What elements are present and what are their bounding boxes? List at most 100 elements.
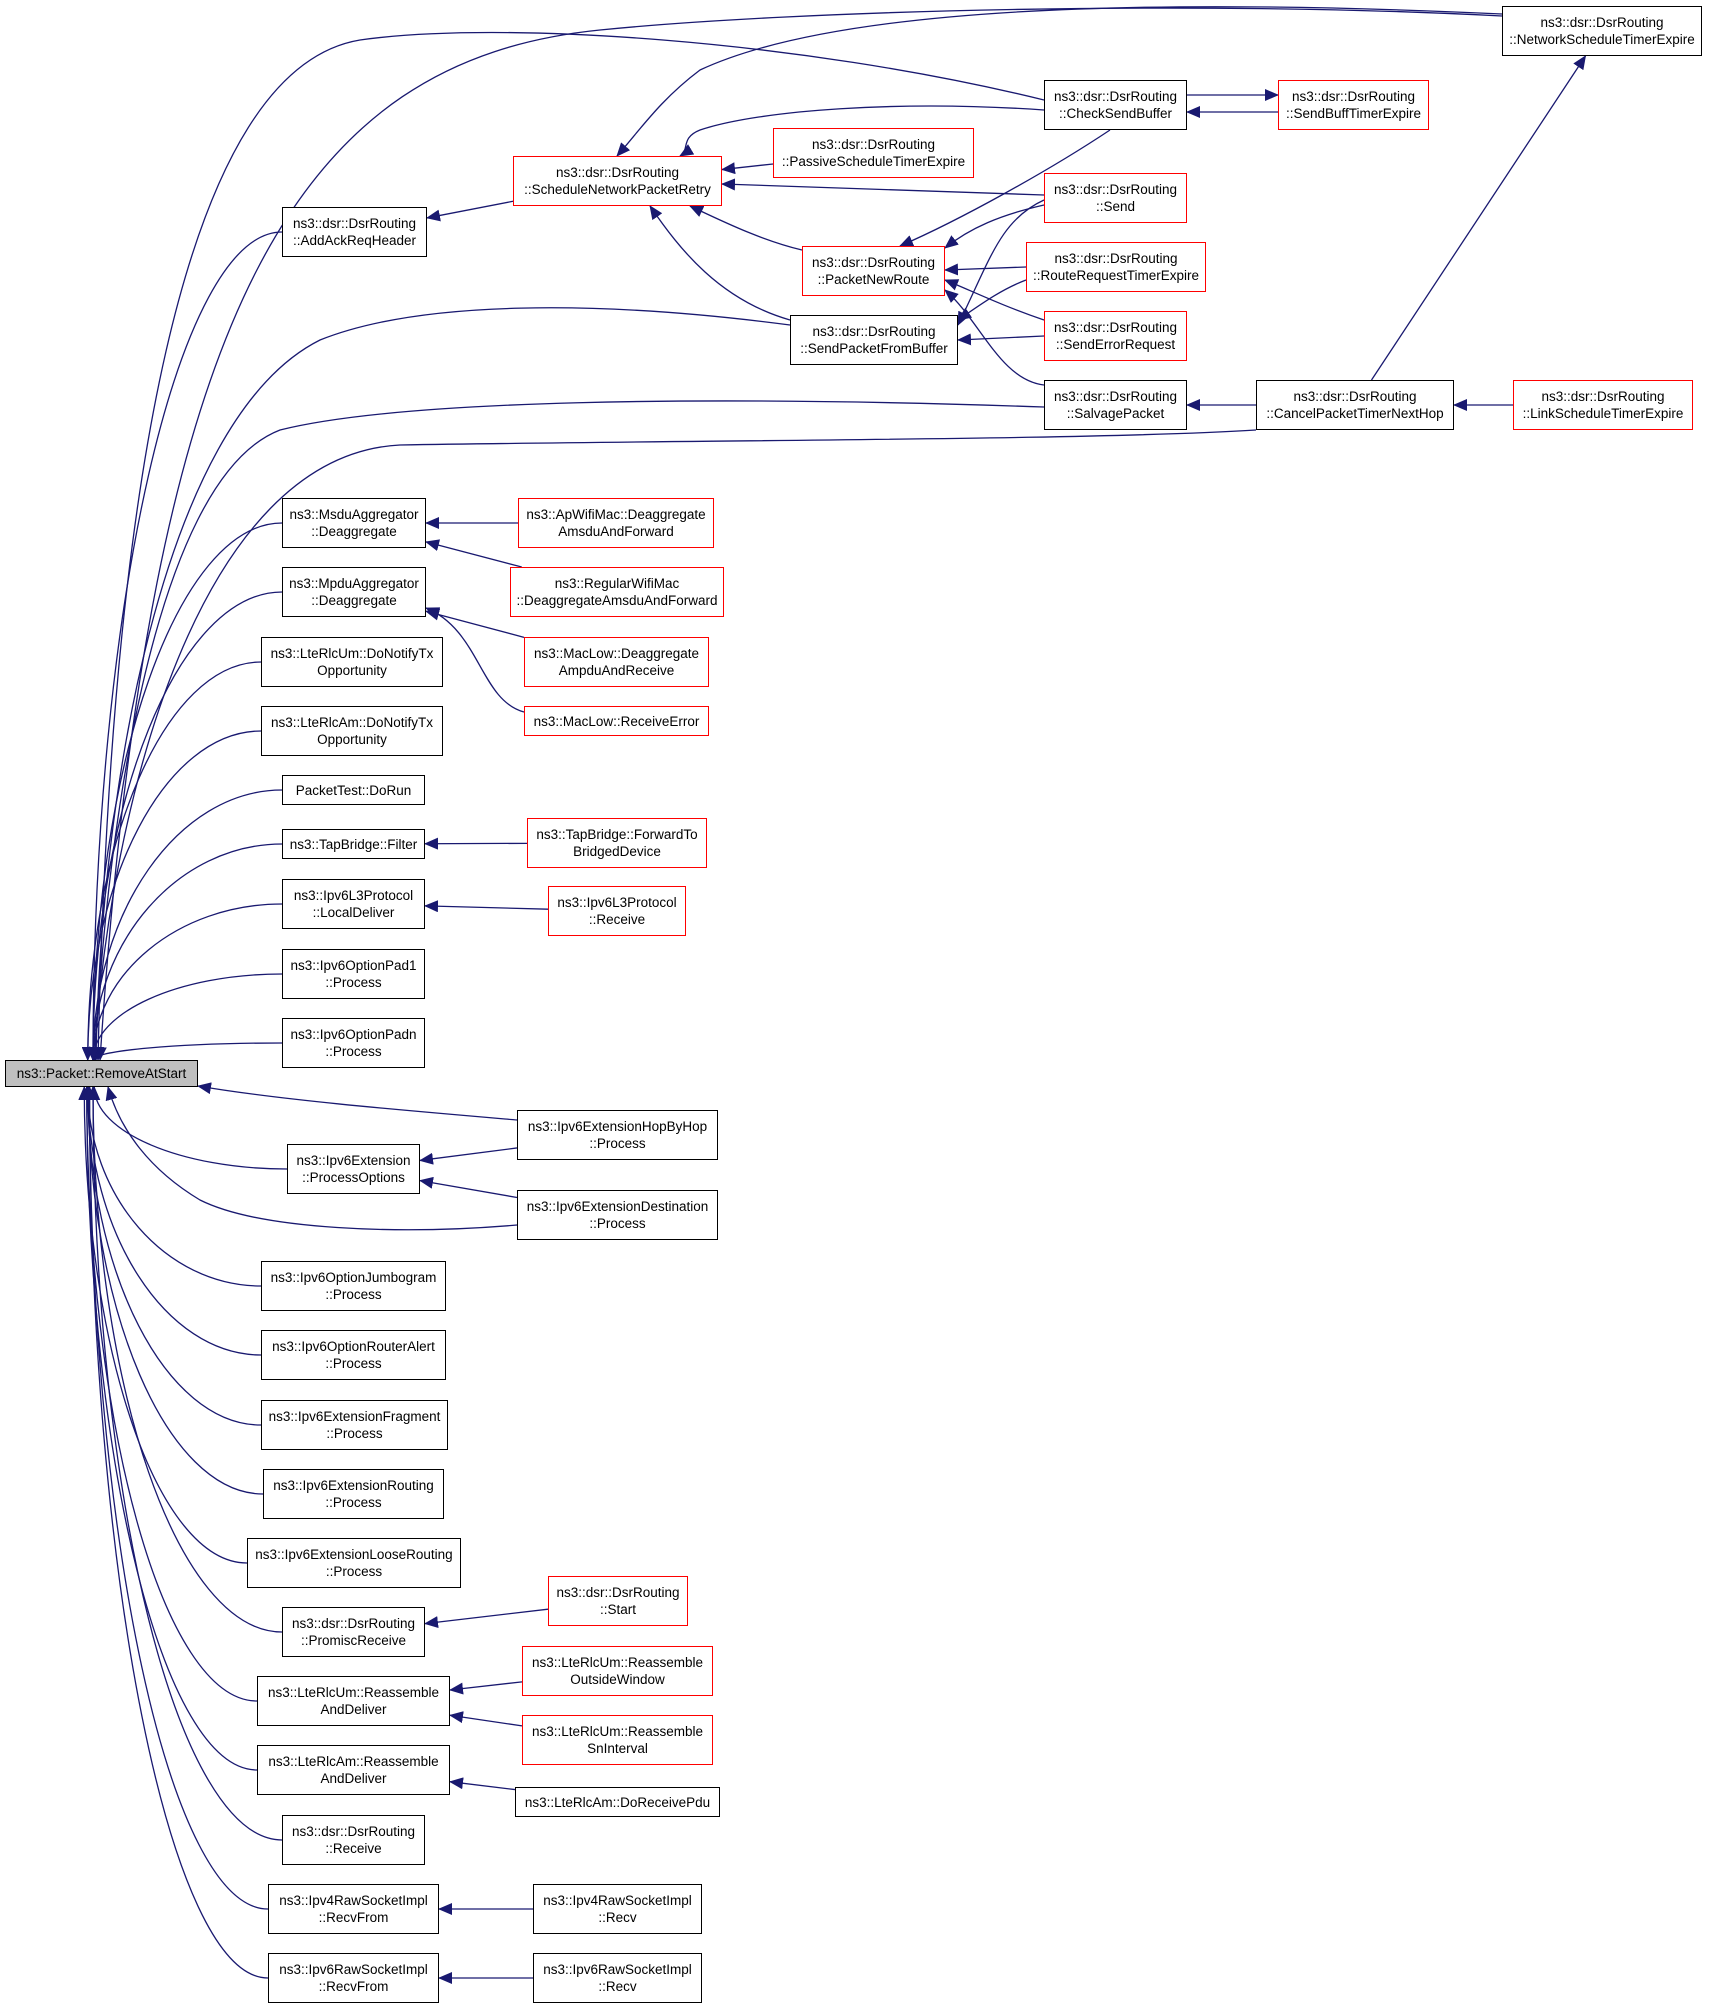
edge-padn-to-root: [87, 1042, 283, 1061]
edge-netschedtimer-to-schedretry: [616, 6, 1503, 157]
edge-hopbyhop-to-root: [197, 1082, 518, 1121]
node-extprocopts[interactable]: ns3::Ipv6Extension ::ProcessOptions: [287, 1144, 420, 1194]
edge-checksendbuf-to-root: [92, 31, 1045, 1061]
node-packettest[interactable]: PacketTest::DoRun: [282, 775, 425, 805]
edge-rlcampdu-to-rlcamreasm: [449, 1777, 516, 1791]
edge-checksendbuf-to-packetnewroute: [899, 129, 1111, 247]
node-sendbufftimer[interactable]: ns3::dsr::DsrRouting ::SendBuffTimerExpi…: [1278, 80, 1429, 130]
node-checksendbuf[interactable]: ns3::dsr::DsrRouting ::CheckSendBuffer: [1044, 80, 1187, 130]
edge-routeralert-to-root: [81, 1086, 262, 1356]
node-rlcumreasm[interactable]: ns3::LteRlcUm::Reassemble AndDeliver: [257, 1676, 450, 1726]
node-senderrorreq[interactable]: ns3::dsr::DsrRouting ::SendErrorRequest: [1044, 311, 1187, 361]
node-jumbogram[interactable]: ns3::Ipv6OptionJumbogram ::Process: [261, 1261, 446, 1311]
node-extrouting[interactable]: ns3::Ipv6ExtensionRouting ::Process: [263, 1469, 444, 1519]
edge-extprocopts-to-root: [88, 1086, 288, 1170]
edge-salvage-to-packetnewroute: [944, 289, 1045, 386]
node-schedretry[interactable]: ns3::dsr::DsrRouting ::ScheduleNetworkPa…: [513, 156, 722, 206]
node-rlcamreasm[interactable]: ns3::LteRlcAm::Reassemble AndDeliver: [257, 1745, 450, 1795]
node-regularwifi[interactable]: ns3::RegularWifiMac ::DeaggregateAmsduAn…: [510, 567, 724, 617]
edge-salvage-to-root: [89, 400, 1045, 1061]
edge-mpdudeagg-to-root: [87, 591, 283, 1061]
node-tapforward[interactable]: ns3::TapBridge::ForwardTo BridgedDevice: [527, 818, 707, 868]
node-rlcumoutside[interactable]: ns3::LteRlcUm::Reassemble OutsideWindow: [522, 1646, 713, 1696]
edge-msdudeagg-to-root: [87, 522, 283, 1061]
node-netschedtimer[interactable]: ns3::dsr::DsrRouting ::NetworkScheduleTi…: [1502, 6, 1702, 56]
node-send[interactable]: ns3::dsr::DsrRouting ::Send: [1044, 173, 1187, 223]
node-ipv6l3local[interactable]: ns3::Ipv6L3Protocol ::LocalDeliver: [282, 879, 425, 929]
edge-rlcumsn-to-rlcumreasm: [449, 1711, 523, 1727]
node-ipv6rawrecv[interactable]: ns3::Ipv6RawSocketImpl ::Recv: [533, 1953, 702, 2003]
edge-packetnewroute-to-schedretry: [689, 205, 803, 251]
node-ipv4rawrecv[interactable]: ns3::Ipv4RawSocketImpl ::Recv: [533, 1884, 702, 1934]
node-ipv6rawrecvfrom[interactable]: ns3::Ipv6RawSocketImpl ::RecvFrom: [268, 1953, 439, 2003]
node-rlcampdu[interactable]: ns3::LteRlcAm::DoReceivePdu: [515, 1787, 720, 1817]
node-msdudeagg[interactable]: ns3::MsduAggregator ::Deaggregate: [282, 498, 426, 548]
node-passivesched[interactable]: ns3::dsr::DsrRouting ::PassiveScheduleTi…: [773, 128, 974, 178]
edge-rlcumreasm-to-root: [80, 1086, 258, 1702]
edge-send-to-packetnewroute: [944, 204, 1045, 249]
node-ipv4rawrecvfrom[interactable]: ns3::Ipv4RawSocketImpl ::RecvFrom: [268, 1884, 439, 1934]
node-sendpktfrombuf[interactable]: ns3::dsr::DsrRouting ::SendPacketFromBuf…: [790, 315, 958, 365]
edge-routereqtimer-to-packetnewroute: [944, 263, 1027, 276]
edge-dsrstart-to-promisc: [424, 1608, 549, 1629]
edge-sendpktfrombuf-to-root: [90, 307, 791, 1061]
node-packetnewroute[interactable]: ns3::dsr::DsrRouting ::PacketNewRoute: [802, 246, 945, 296]
node-linksched[interactable]: ns3::dsr::DsrRouting ::LinkScheduleTimer…: [1513, 380, 1693, 430]
edge-maclowrecverr-to-mpdudeagg: [425, 607, 525, 713]
node-extfrag[interactable]: ns3::Ipv6ExtensionFragment ::Process: [261, 1400, 448, 1450]
node-tapfilter[interactable]: ns3::TapBridge::Filter: [282, 829, 425, 859]
node-routereqtimer[interactable]: ns3::dsr::DsrRouting ::RouteRequestTimer…: [1026, 242, 1206, 292]
edge-extdest-to-extprocopts: [419, 1176, 518, 1199]
edge-cancelpkt-to-root: [88, 429, 1257, 1061]
edge-extdest-to-root: [105, 1086, 518, 1231]
edge-addackreq-to-root: [87, 231, 283, 1061]
node-hopbyhop[interactable]: ns3::Ipv6ExtensionHopByHop ::Process: [517, 1110, 718, 1160]
node-extloose[interactable]: ns3::Ipv6ExtensionLooseRouting ::Process: [247, 1538, 461, 1588]
node-routeralert[interactable]: ns3::Ipv6OptionRouterAlert ::Process: [261, 1330, 446, 1380]
edge-checksendbuf-to-schedretry: [679, 105, 1045, 157]
node-dsrrecv[interactable]: ns3::dsr::DsrRouting ::Receive: [282, 1815, 425, 1865]
edge-passivesched-to-schedretry: [721, 162, 774, 175]
node-ipv6l3recv[interactable]: ns3::Ipv6L3Protocol ::Receive: [548, 886, 686, 936]
edge-maclowdeagg-to-mpdudeagg: [425, 608, 525, 638]
node-promisc[interactable]: ns3::dsr::DsrRouting ::PromiscReceive: [282, 1607, 425, 1657]
edge-regularwifi-to-msdudeagg: [425, 539, 522, 568]
edge-jumbogram-to-root: [81, 1086, 262, 1287]
edge-pad1-to-root: [87, 973, 283, 1061]
node-root[interactable]: ns3::Packet::RemoveAtStart: [5, 1060, 198, 1087]
edge-rlcamnotify-to-root: [81, 730, 262, 1061]
edge-sendpktfrombuf-to-schedretry: [649, 205, 791, 321]
edge-ipv6l3recv-to-ipv6l3local: [424, 900, 549, 913]
node-dsrstart[interactable]: ns3::dsr::DsrRouting ::Start: [548, 1576, 688, 1626]
edge-send-to-sendpktfrombuf: [957, 199, 1045, 326]
edge-tapfilter-to-root: [87, 843, 283, 1061]
edge-rlcumoutside-to-rlcumreasm: [449, 1681, 523, 1695]
edge-rlcumnotify-to-root: [81, 661, 262, 1061]
node-addackreq[interactable]: ns3::dsr::DsrRouting ::AddAckReqHeader: [282, 207, 427, 257]
node-pad1[interactable]: ns3::Ipv6OptionPad1 ::Process: [282, 949, 425, 999]
edge-ipv6l3local-to-root: [87, 903, 283, 1061]
edge-ipv4rawrecvfrom-to-root: [83, 1086, 269, 1910]
node-apwifi[interactable]: ns3::ApWifiMac::Deaggregate AmsduAndForw…: [518, 498, 714, 548]
node-mpdudeagg[interactable]: ns3::MpduAggregator ::Deaggregate: [282, 567, 426, 617]
edge-hopbyhop-to-extprocopts: [419, 1147, 518, 1165]
node-maclowdeagg[interactable]: ns3::MacLow::Deaggregate AmpduAndReceive: [524, 637, 709, 687]
node-salvage[interactable]: ns3::dsr::DsrRouting ::SalvagePacket: [1044, 380, 1187, 430]
node-rlcamnotify[interactable]: ns3::LteRlcAm::DoNotifyTx Opportunity: [261, 706, 443, 756]
edge-extrouting-to-root: [82, 1086, 264, 1495]
node-cancelpkt[interactable]: ns3::dsr::DsrRouting ::CancelPacketTimer…: [1256, 380, 1454, 430]
edge-senderrorreq-to-sendpktfrombuf: [957, 333, 1045, 346]
node-rlcumnotify[interactable]: ns3::LteRlcUm::DoNotifyTx Opportunity: [261, 637, 443, 687]
node-rlcumsn[interactable]: ns3::LteRlcUm::Reassemble SnInterval: [522, 1715, 713, 1765]
edge-ipv6rawrecvfrom-to-root: [83, 1086, 269, 1979]
edge-netschedtimer-to-root: [94, 7, 1503, 1061]
node-extdest[interactable]: ns3::Ipv6ExtensionDestination ::Process: [517, 1190, 718, 1240]
node-padn[interactable]: ns3::Ipv6OptionPadn ::Process: [282, 1018, 425, 1068]
edge-packettest-to-root: [87, 789, 283, 1061]
edge-dsrrecv-to-root: [87, 1086, 283, 1841]
node-maclowrecverr[interactable]: ns3::MacLow::ReceiveError: [524, 706, 709, 736]
edge-send-to-schedretry: [721, 178, 1045, 196]
edge-extfrag-to-root: [81, 1086, 262, 1426]
